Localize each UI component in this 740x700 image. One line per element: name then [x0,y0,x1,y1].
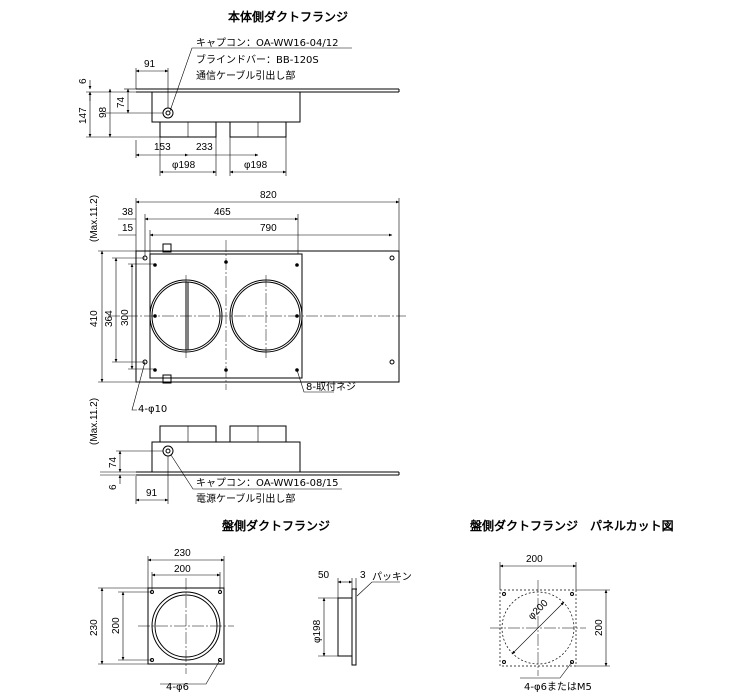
dim-15: 15 [122,223,134,234]
flange-dim-230-h: 230 [89,619,100,636]
cable-outlet-icon [162,107,174,119]
dim-790: 790 [260,223,277,234]
connector-top-icon [162,243,172,253]
dim-max-bottom: (Max.11.2) [89,398,100,445]
dim-98: 98 [98,106,109,118]
screw-icons [153,260,299,372]
panel-dim-200-h: 200 [594,619,605,636]
flange-side-dim-3: 3 [360,570,366,581]
dim-364: 364 [104,310,115,327]
connector-bottom-icon [162,374,172,384]
dim-74-top: 74 [116,96,127,108]
bottom-view: 74 6 91 キャプコン：OA-WW16-08/15 電源ケーブル引出し部 [100,425,400,505]
dim-410: 410 [89,310,100,327]
dim-max-top: (Max.11.2) [89,195,100,242]
power-cable-outlet-icon [162,445,174,457]
bottom-note-capcon: キャプコン：OA-WW16-08/15 [196,477,338,489]
dim-phi198-left: φ198 [172,160,196,171]
panel-cut-view: 200 200 φ200 4-φ6またはM5 [490,554,610,693]
dim-6-top: 6 [78,78,89,84]
side-view: 91 6 147 98 74 153 233 φ198 φ198 キャプコン：O… [78,37,400,176]
dim-233: 233 [196,142,213,153]
bottom-note-power: 電源ケーブル引出し部 [196,492,295,505]
dim-153: 153 [154,142,171,153]
side-note-blindbar: ブラインドバー：BB-120S [196,53,319,66]
dim-phi198-right: φ198 [244,160,268,171]
side-note-capcon: キャプコン：OA-WW16-04/12 [196,37,338,49]
dim-6-bottom: 6 [108,484,119,490]
flange-note-holes: 4-φ6 [166,682,189,693]
dim-147: 147 [78,107,89,124]
dim-38: 38 [122,207,134,218]
flange-side-note-packing: パッキン [372,571,412,583]
dim-820: 820 [260,190,277,201]
panel-note-holes: 4-φ6またはM5 [524,681,592,693]
panel-cut-title: 盤側ダクトフランジ パネルカット図 [469,518,674,533]
flange-side-view: 50 3 φ198 パッキン [312,570,412,666]
dim-91-bottom: 91 [146,488,158,499]
mounting-hole-icons [142,255,395,365]
side-note-cable: 通信ケーブル引出し部 [196,69,295,82]
flange-front-view: 230 200 230 200 4-φ6 [89,548,234,693]
dim-300: 300 [120,309,131,326]
flange-dim-200-h: 200 [111,617,122,634]
top-view: 820 465 38 790 15 (Max.11.2) 410 364 300… [89,190,406,445]
panel-side-title: 盤側ダクトフランジ [221,518,330,533]
note-screws: 8-取付ネジ [306,380,356,393]
note-holes-phi10: 4-φ10 [138,404,167,415]
flange-dim-200-w: 200 [174,564,191,575]
panel-dim-200-w: 200 [526,554,543,565]
dim-91-top: 91 [144,59,156,70]
dim-465: 465 [214,207,231,218]
flange-side-dim-50: 50 [318,570,330,581]
dim-74-bottom: 74 [108,456,119,468]
flange-side-dim-phi198: φ198 [312,619,323,643]
panel-hole-icons [502,592,574,664]
flange-dim-230-w: 230 [174,548,191,559]
main-title: 本体側ダクトフランジ [228,9,348,24]
